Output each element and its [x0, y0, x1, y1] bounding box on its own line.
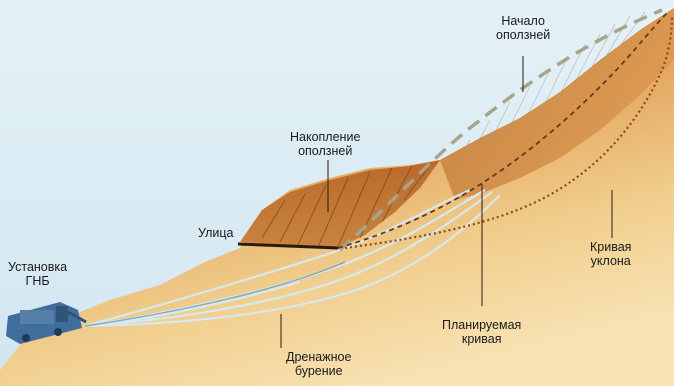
label-landslide-start: Начало оползней	[496, 14, 550, 42]
label-drainage-drilling: Дренажное бурение	[286, 350, 351, 378]
label-street: Улица	[198, 226, 234, 240]
label-slope-curve: Кривая уклона	[590, 240, 631, 268]
label-planned-curve: Планируемая кривая	[442, 318, 521, 346]
label-hdd-rig: Установка ГНБ	[8, 260, 67, 288]
label-landslide-accumulation: Накопление оползней	[290, 130, 360, 158]
